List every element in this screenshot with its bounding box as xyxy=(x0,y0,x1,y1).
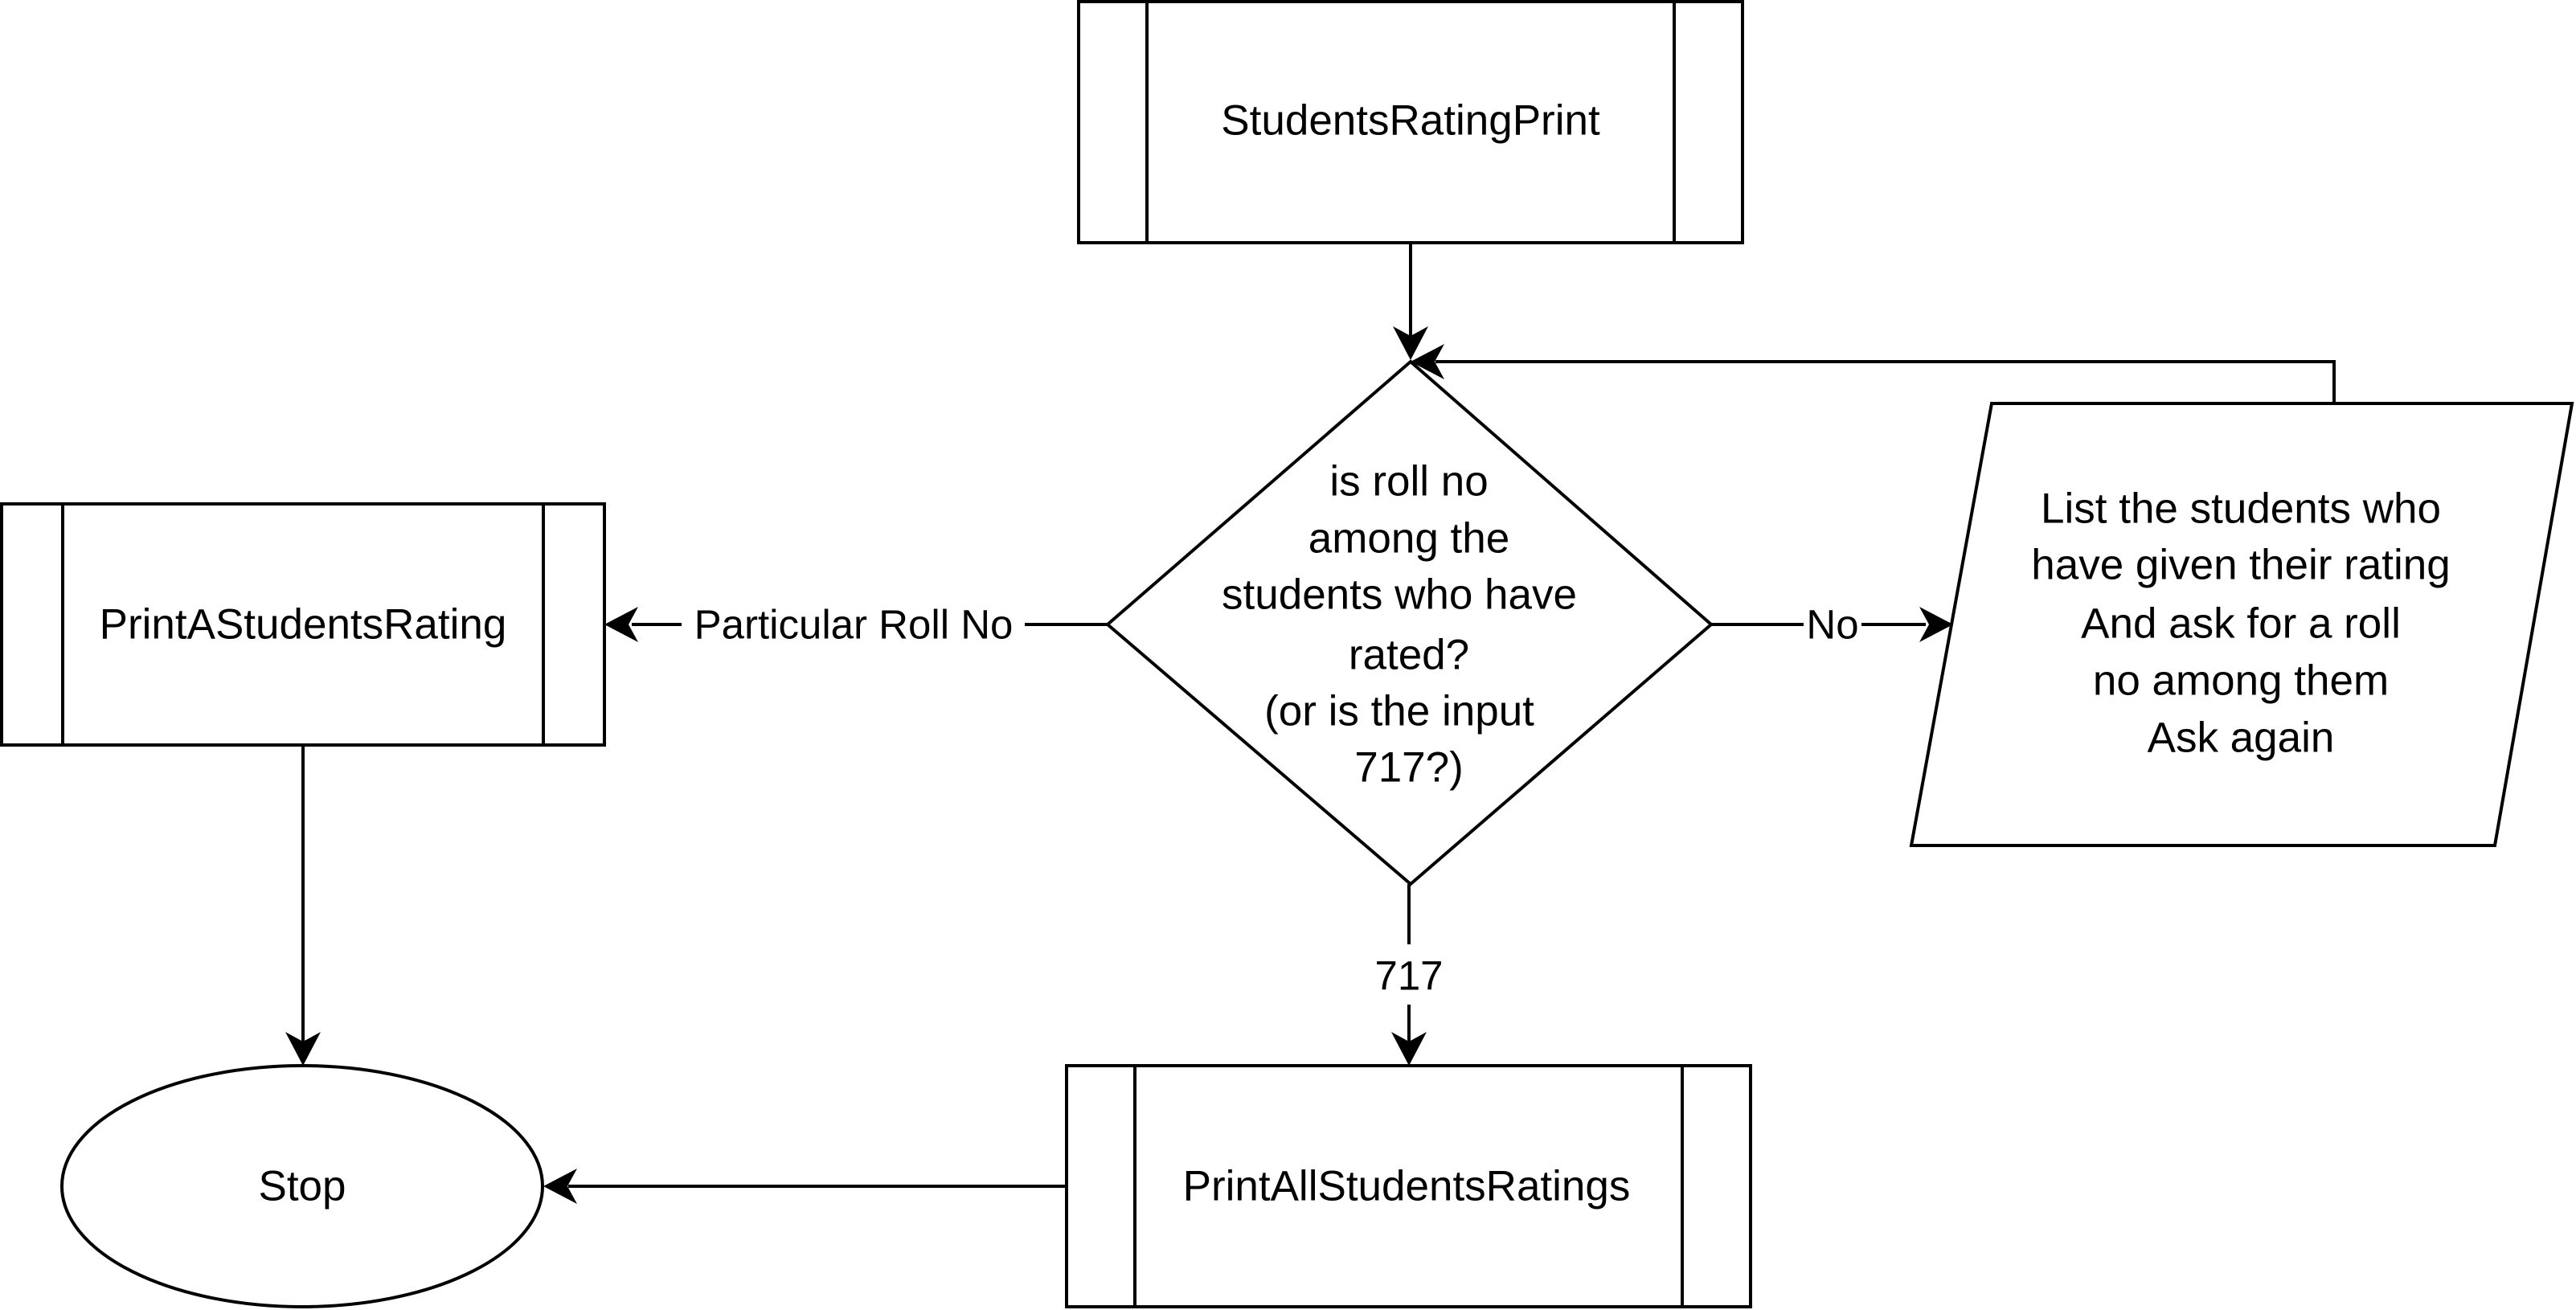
node-decision: is roll no among the students who have r… xyxy=(1104,359,1714,886)
node-list-ask-io: List the students who have given their r… xyxy=(1909,402,2574,847)
edge-print-one-to-stop xyxy=(285,745,321,1066)
edge-label-particular-roll-no: Particular Roll No xyxy=(694,602,1014,648)
node-start-process: StudentsRatingPrint xyxy=(1077,0,1744,244)
node-print-all-label: PrintAllStudentsRatings xyxy=(1183,1163,1631,1210)
node-stop-terminal: Stop xyxy=(60,1064,544,1308)
node-print-one-process: PrintAStudentsRating xyxy=(0,502,606,747)
edge-print-all-to-stop xyxy=(543,1169,1067,1204)
decision-line-3: students who have xyxy=(1222,571,1577,619)
edge-start-to-decision xyxy=(1393,243,1428,360)
node-print-one-label: PrintAStudentsRating xyxy=(100,601,507,649)
decision-line-4: rated? xyxy=(1349,632,1469,679)
node-print-all-process: PrintAllStudentsRatings xyxy=(1065,1064,1752,1308)
decision-line-2: among the xyxy=(1308,515,1509,563)
arrowhead xyxy=(285,1032,321,1066)
list-ask-line-3: And ask for a roll xyxy=(2081,600,2401,648)
node-start-label: StudentsRatingPrint xyxy=(1221,97,1600,145)
edge-label-717: 717 xyxy=(1374,953,1443,999)
arrowhead xyxy=(543,1169,577,1204)
decision-line-5: (or is the input xyxy=(1264,688,1534,735)
edge-decision-to-list-ask xyxy=(1711,607,1953,642)
decision-line-6: 717?) xyxy=(1354,744,1464,792)
arrowhead xyxy=(1411,344,1444,379)
edge-list-ask-loop-back xyxy=(1411,344,2336,403)
edge-decision-to-print-all xyxy=(1391,884,1427,1066)
edge-decision-to-print-one xyxy=(604,607,1108,642)
edge-label-no: No xyxy=(1806,602,1858,648)
list-ask-line-5: Ask again xyxy=(2148,714,2335,762)
list-ask-line-1: List the students who xyxy=(2041,485,2441,533)
list-ask-line-2: have given their rating xyxy=(2031,542,2451,589)
node-stop-label: Stop xyxy=(258,1163,346,1210)
arrowhead xyxy=(1919,607,1953,642)
arrowhead xyxy=(1393,326,1428,360)
list-ask-line-4: no among them xyxy=(2093,657,2389,705)
arrowhead xyxy=(1391,1032,1427,1066)
decision-line-1: is roll no xyxy=(1329,458,1488,506)
arrowhead xyxy=(604,607,638,642)
